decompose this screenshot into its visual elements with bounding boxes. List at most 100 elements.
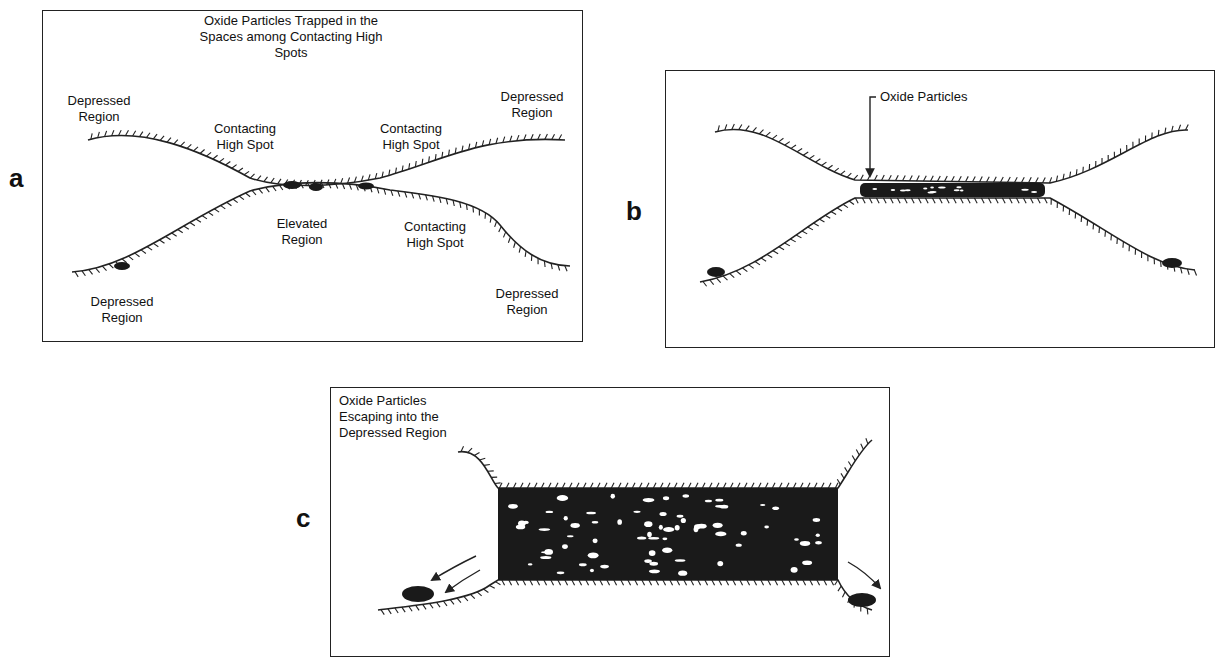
speck xyxy=(956,186,961,188)
hatch-tick xyxy=(435,154,437,160)
hatch-tick xyxy=(428,156,430,162)
hatch-tick xyxy=(1147,255,1148,261)
hatch-tick xyxy=(1145,135,1146,141)
speck xyxy=(564,516,568,520)
hatch-tick xyxy=(1116,238,1118,244)
hatch-tick xyxy=(1164,128,1166,134)
speck xyxy=(663,527,674,532)
speck xyxy=(659,512,666,516)
hatch-tick xyxy=(328,183,331,188)
hatch-tick xyxy=(817,580,820,585)
speck xyxy=(617,519,622,525)
hatch-tick xyxy=(809,155,814,158)
hatch-tick xyxy=(625,483,628,488)
hatch-tick xyxy=(703,281,707,286)
hatch-tick xyxy=(128,256,133,260)
hatch-tick xyxy=(202,216,207,219)
hatch-tick xyxy=(909,176,912,181)
oxide-particle xyxy=(402,586,434,602)
hatch-tick xyxy=(441,152,443,158)
hatch-tick xyxy=(835,580,838,585)
oxide-particles xyxy=(114,181,1182,607)
hatch-tick xyxy=(482,140,483,146)
hatch-tick xyxy=(356,185,358,191)
hatch-tick xyxy=(746,126,750,131)
hatch-tick xyxy=(1187,269,1189,275)
hatch-tick xyxy=(208,212,213,215)
hatch-tick xyxy=(890,198,893,203)
hatch-tick xyxy=(979,177,982,182)
hatch-tick xyxy=(993,177,996,182)
hatch-tick xyxy=(520,483,523,488)
hatch-tick xyxy=(785,142,790,145)
hatch-tick xyxy=(951,176,954,181)
hatch-tick xyxy=(611,483,614,488)
oxide-particle xyxy=(283,181,301,189)
hatch-tick xyxy=(534,483,537,488)
hatch-tick xyxy=(426,195,428,201)
speck xyxy=(558,496,563,498)
hatch-tick xyxy=(519,247,520,253)
hatch-tick xyxy=(439,197,441,203)
hatch-tick xyxy=(375,173,377,179)
hatch-tick xyxy=(705,580,708,585)
hatch-tick xyxy=(455,148,457,154)
hatch-tick xyxy=(1126,145,1127,151)
diagram-panel: bOxide Particles xyxy=(665,70,1215,348)
hatch-tick xyxy=(590,483,593,488)
hatch-tick xyxy=(988,198,991,203)
hatch-tick xyxy=(474,453,479,456)
hatch-tick xyxy=(831,211,836,214)
hatch-tick xyxy=(876,198,879,203)
hatch-tick xyxy=(576,483,579,488)
hatch-tick xyxy=(1000,177,1003,182)
hatch-tick xyxy=(489,585,494,588)
speck xyxy=(791,567,798,573)
hatch-tick xyxy=(759,130,763,134)
hatch-tick xyxy=(196,219,201,222)
hatch-tick xyxy=(524,135,526,141)
hatch-tick xyxy=(490,217,491,223)
hatch-tick xyxy=(869,198,872,203)
hatch-tick xyxy=(856,450,859,455)
escape-arrow xyxy=(848,562,880,588)
hatch-tick xyxy=(1087,220,1089,226)
hatch-tick xyxy=(1056,176,1057,182)
hatch-tick xyxy=(753,127,757,132)
hatch-tick xyxy=(1114,152,1115,158)
hatch-tick xyxy=(1151,133,1152,139)
speck xyxy=(643,498,655,502)
hatch-tick xyxy=(831,580,834,585)
hatch-tick xyxy=(552,134,555,139)
hatch-tick xyxy=(491,477,497,478)
hatch-tick xyxy=(423,604,426,609)
hatch-tick xyxy=(646,483,649,488)
oxide-particle xyxy=(309,183,323,191)
hatch-tick xyxy=(796,580,799,585)
hatch-tick xyxy=(537,580,540,585)
hatch-tick xyxy=(508,237,510,243)
hatch-tick xyxy=(632,483,635,488)
speck xyxy=(648,537,659,539)
hatch-tick xyxy=(967,198,970,203)
hatch-tick xyxy=(96,268,100,273)
hatch-tick xyxy=(506,483,509,488)
speck xyxy=(593,538,598,543)
hatch-tick xyxy=(102,266,106,270)
hatch-tick xyxy=(147,247,152,250)
hatch-tick xyxy=(141,250,146,254)
hatch-tick xyxy=(932,198,935,203)
panel-letter: a xyxy=(9,163,23,193)
hatch-tick xyxy=(1092,223,1094,229)
speck xyxy=(663,496,669,500)
speck xyxy=(611,494,615,499)
hatch-tick xyxy=(782,580,785,585)
hatch-tick xyxy=(266,187,270,192)
hatch-tick xyxy=(597,483,600,488)
hatch-tick xyxy=(409,606,412,611)
speck xyxy=(539,528,551,531)
hatch-tick xyxy=(981,198,984,203)
speck xyxy=(528,563,533,565)
hatch-tick xyxy=(813,223,818,226)
hatch-tick xyxy=(749,265,754,269)
